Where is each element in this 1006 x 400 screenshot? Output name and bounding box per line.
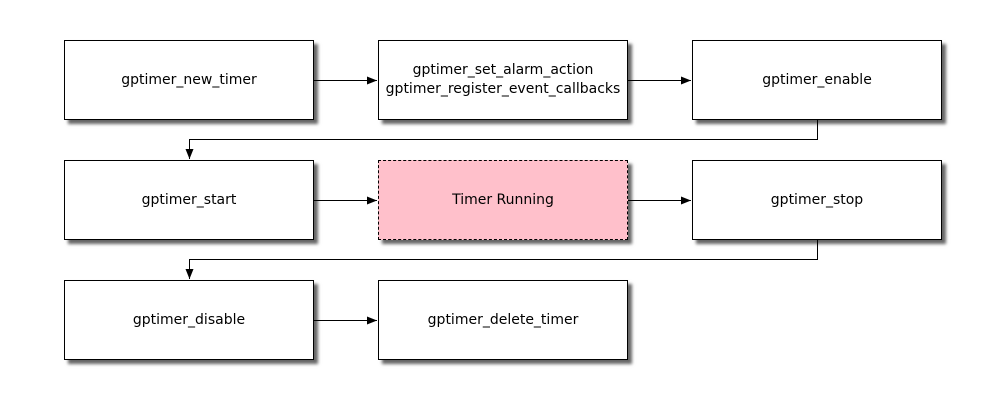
node-label: gptimer_delete_timer: [427, 311, 579, 328]
node-gptimer-delete-timer: gptimer_delete_timer: [378, 280, 628, 360]
node-label: gptimer_new_timer: [121, 71, 257, 88]
node-label: gptimer_enable: [762, 71, 872, 88]
node-gptimer-stop: gptimer_stop: [692, 160, 942, 240]
arrow-stop-to-disable: [185, 240, 818, 279]
node-gptimer-new-timer: gptimer_new_timer: [64, 40, 314, 120]
node-label-line1: gptimer_set_alarm_action: [412, 62, 594, 78]
node-label-line2: gptimer_register_event_callbacks: [385, 81, 621, 97]
arrow-enable-to-start: [185, 120, 818, 159]
node-timer-running: Timer Running: [378, 160, 628, 240]
node-label: gptimer_stop: [770, 191, 864, 208]
node-label: Timer Running: [452, 191, 554, 208]
node-gptimer-start: gptimer_start: [64, 160, 314, 240]
node-label: gptimer_disable: [132, 311, 246, 328]
node-label: gptimer_start: [141, 191, 237, 208]
node-gptimer-configure: gptimer_set_alarm_action gptimer_registe…: [378, 40, 628, 120]
node-gptimer-enable: gptimer_enable: [692, 40, 942, 120]
node-gptimer-disable: gptimer_disable: [64, 280, 314, 360]
